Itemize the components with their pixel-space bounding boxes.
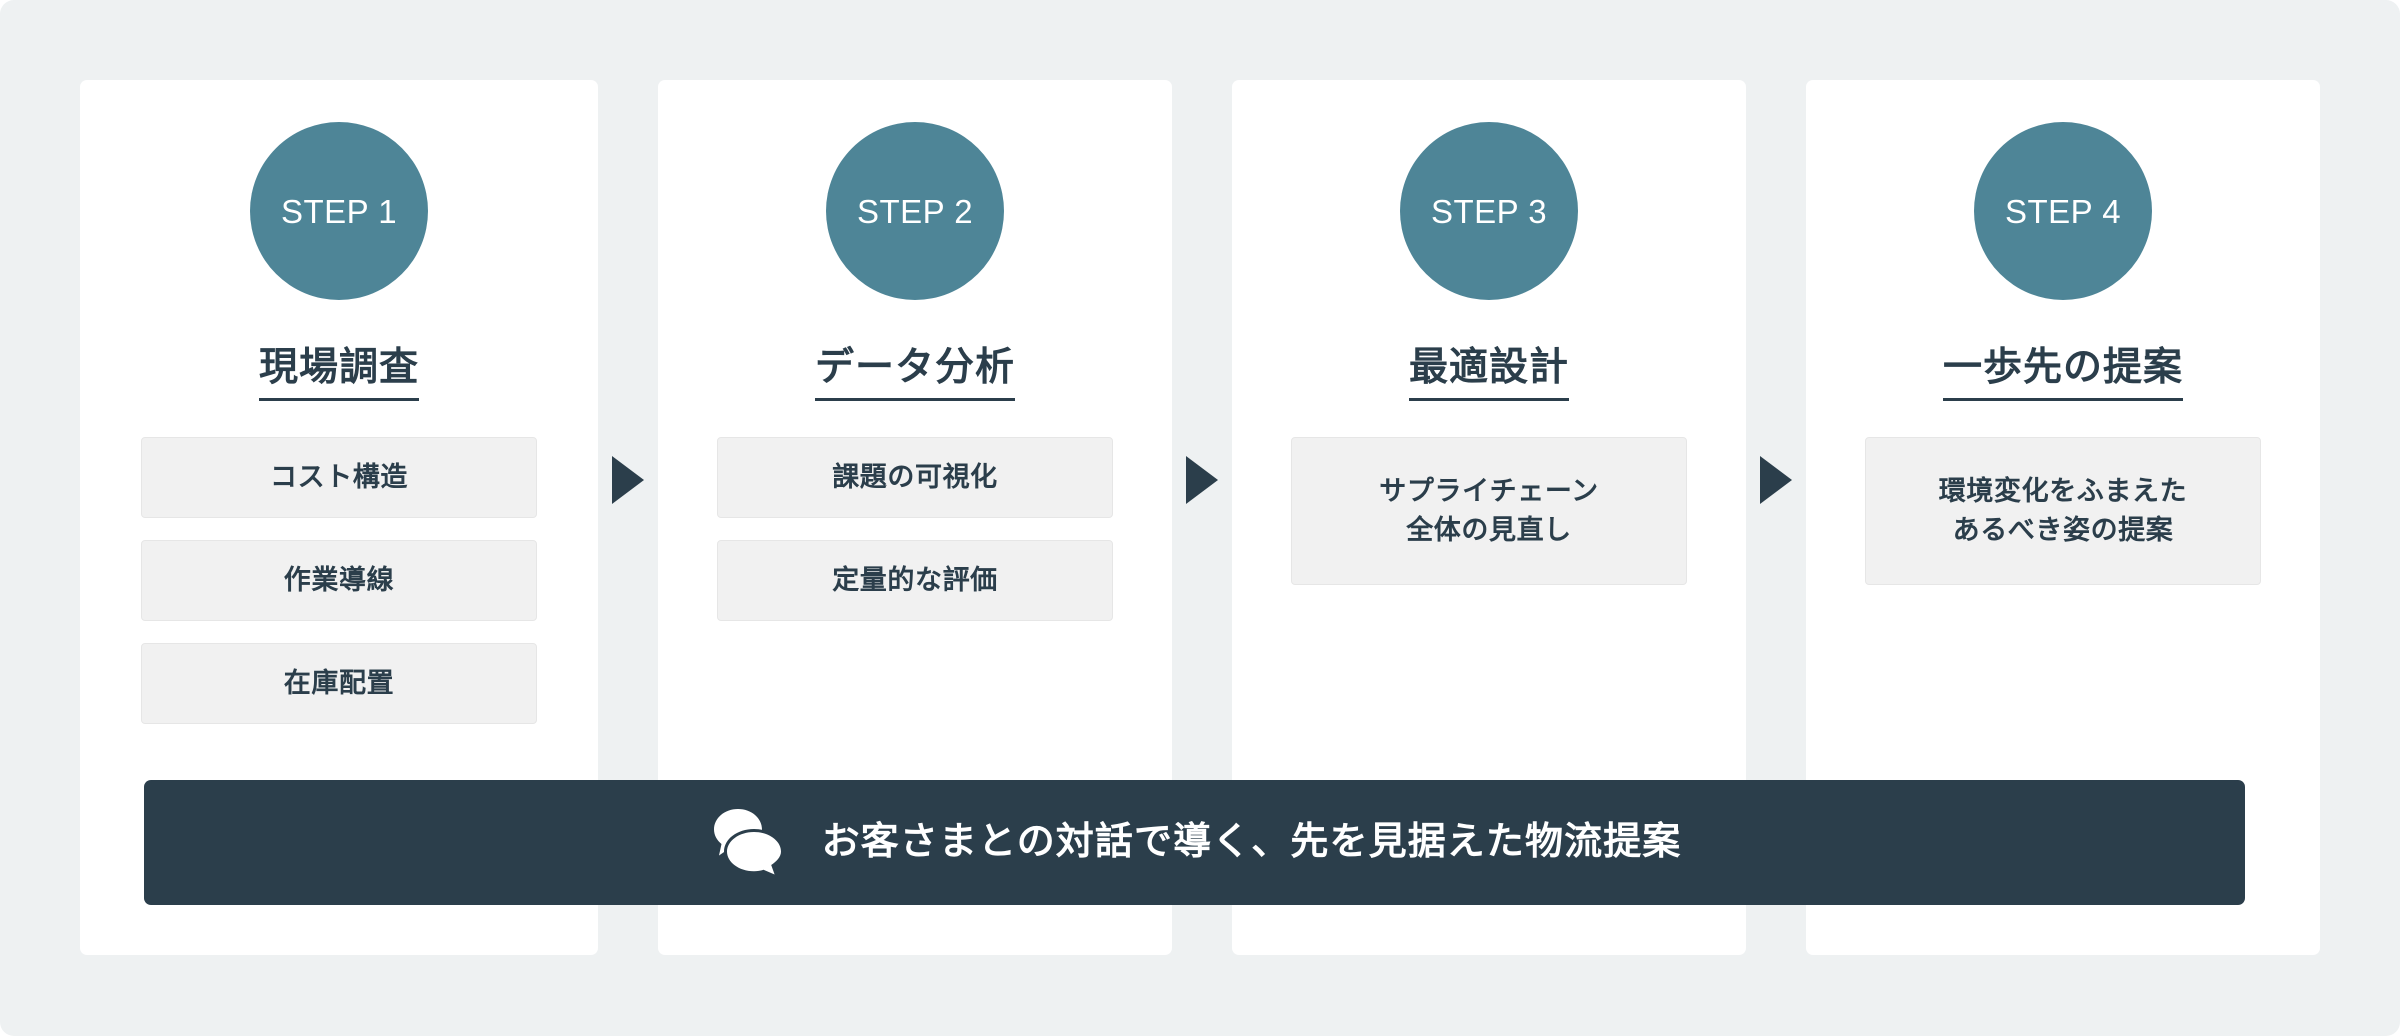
step-item[interactable]: 在庫配置 [141,643,537,725]
step-item[interactable]: 課題の可視化 [717,436,1113,518]
step-item[interactable]: 作業導線 [141,539,537,622]
step-item[interactable]: サプライチェーン 全体の見直し [1291,436,1687,586]
step-item-list-2: 課題の可視化 定量的な評価 [717,436,1113,622]
arrow-right-icon [1760,456,1792,504]
step-item[interactable]: コスト構造 [141,436,537,518]
step-title-4: 一歩先の提案 [1942,346,2183,401]
step-item[interactable]: 環境変化をふまえた あるべき姿の提案 [1865,436,2261,586]
step-separator-3 [1746,80,1806,955]
arrow-right-icon [612,456,644,504]
step-badge-1: STEP 1 [250,122,428,300]
step-item-list-1: コスト構造 作業導線 在庫配置 [141,436,537,725]
step-separator-1 [598,80,658,955]
step-badge-label-3: STEP 3 [1430,192,1548,230]
step-item-list-3: サプライチェーン 全体の見直し [1291,436,1687,586]
step-item[interactable]: 定量的な評価 [717,539,1113,622]
summary-banner: お客さまとの対話で導く、先を見据えた物流提案 [144,780,2245,905]
arrow-right-icon [1186,456,1218,504]
step-badge-2: STEP 2 [826,122,1004,300]
banner-text: お客さまとの対話で導く、先を見据えた物流提案 [821,820,1682,863]
step-badge-3: STEP 3 [1400,122,1578,300]
step-title-3: 最適設計 [1408,346,1569,401]
step-title-2: データ分析 [814,346,1015,401]
step-badge-label-4: STEP 4 [2004,192,2122,230]
step-badge-4: STEP 4 [1974,122,2152,300]
step-badge-label-1: STEP 1 [280,192,398,230]
step-item-list-4: 環境変化をふまえた あるべき姿の提案 [1865,436,2261,586]
speech-bubbles-icon [713,808,784,879]
step-separator-2 [1172,80,1232,955]
step-title-1: 現場調査 [258,346,419,401]
step-badge-label-2: STEP 2 [856,192,974,230]
